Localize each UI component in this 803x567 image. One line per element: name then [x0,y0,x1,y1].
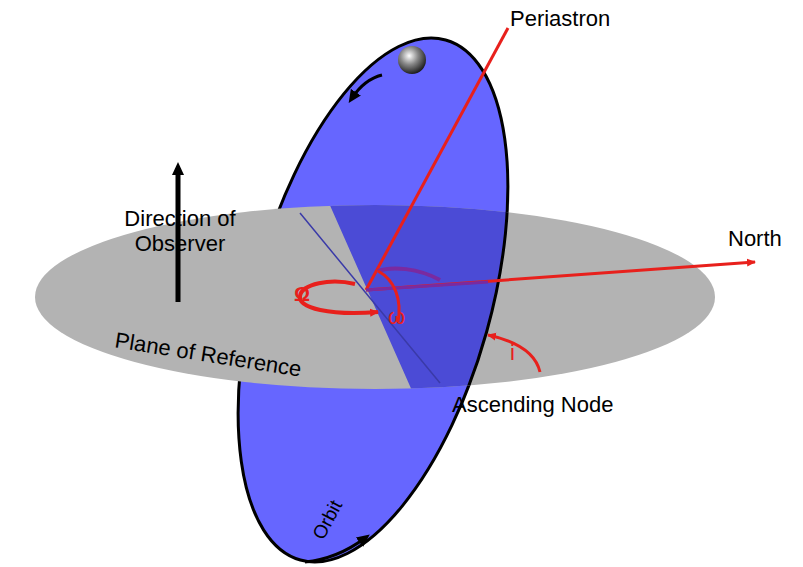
inclination-arc [488,335,540,372]
motion-arrow [305,538,365,562]
node-segment [366,282,488,290]
big-omega-label: Ω [294,283,310,306]
planet [398,46,426,74]
north-label: North [728,226,782,251]
big-omega-arc [300,282,378,313]
periastron-label: Periastron [510,6,610,31]
periastron-line [366,28,508,290]
observer-label: Direction of Observer [100,206,260,257]
node-label: Ascending Node [452,392,613,417]
north-arrow [366,262,755,290]
inclination-label: i [510,340,515,365]
line-of-nodes [300,213,440,383]
motion-arrow [352,75,382,98]
small-omega-label: ω [388,304,405,329]
orbit-overlap [187,8,560,567]
